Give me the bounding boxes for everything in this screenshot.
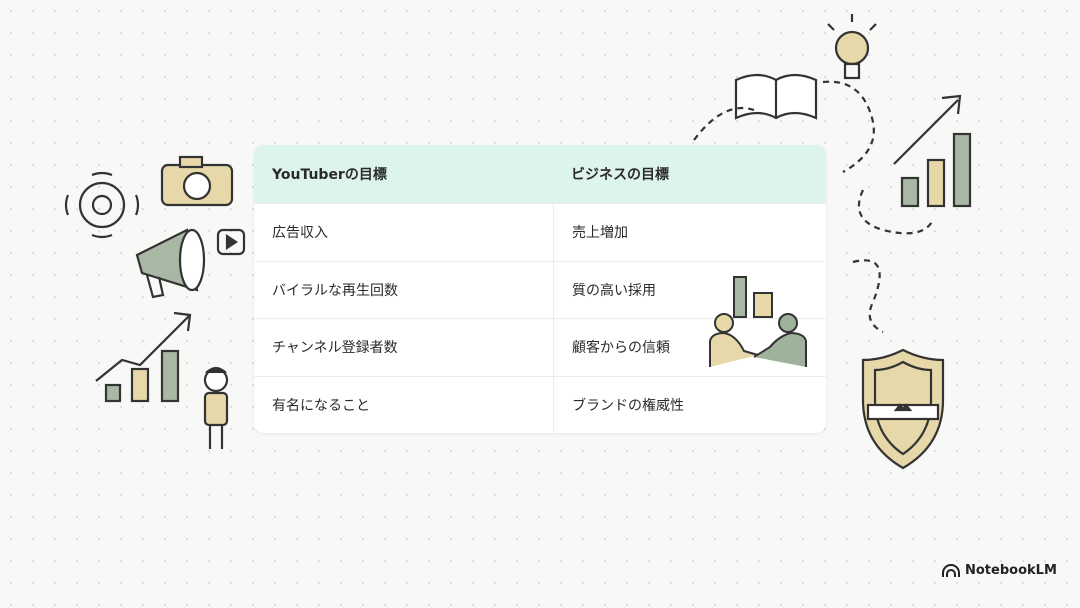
book-icon — [734, 73, 818, 120]
handshake-icon — [709, 276, 807, 367]
table-cell: 顧客からの信頼 — [553, 319, 826, 376]
logo-text: NotebookLM — [965, 563, 1057, 578]
right-illustrations — [693, 14, 972, 470]
comparison-table: YouTuberの目標 ビジネスの目標 広告収入 売上増加 バイラルな再生回数 … — [254, 145, 826, 433]
table-row: 広告収入 売上増加 — [254, 203, 826, 261]
left-illustrations — [64, 155, 246, 449]
table-cell: ブランドの権威性 — [553, 376, 826, 433]
table-cell: 広告収入 — [272, 225, 328, 242]
play-button-icon — [216, 228, 246, 256]
table-row: バイラルな再生回数 質の高い採用 — [254, 260, 826, 318]
table-row: チャンネル登録者数 顧客からの信頼 — [254, 318, 826, 376]
aperture-icon — [64, 171, 140, 239]
table-header-row: YouTuberの目標 ビジネスの目標 — [254, 145, 826, 203]
table-cell: バイラルな再生回数 — [272, 282, 398, 299]
shield-icon — [861, 348, 945, 470]
table-row: 有名になること ブランドの権威性 — [254, 375, 826, 433]
dashed-arrow-icon — [693, 106, 755, 141]
table-cell: 質の高い採用 — [553, 261, 826, 318]
notebooklm-logo-icon — [942, 563, 960, 577]
lightbulb-icon — [827, 14, 877, 80]
notebooklm-logo: NotebookLM — [942, 563, 1057, 578]
header-youtuber-goals: YouTuberの目標 — [272, 167, 387, 183]
bar-chart-icon — [893, 94, 972, 208]
table-cell: 売上増加 — [553, 204, 826, 261]
camera-icon — [160, 155, 234, 207]
person-icon — [203, 366, 229, 449]
table-cell: 有名になること — [272, 397, 370, 414]
header-business-goals: ビジネスの目標 — [571, 167, 669, 183]
growth-chart-icon — [95, 311, 192, 403]
megaphone-icon — [135, 228, 206, 299]
table-cell: チャンネル登録者数 — [272, 340, 398, 357]
